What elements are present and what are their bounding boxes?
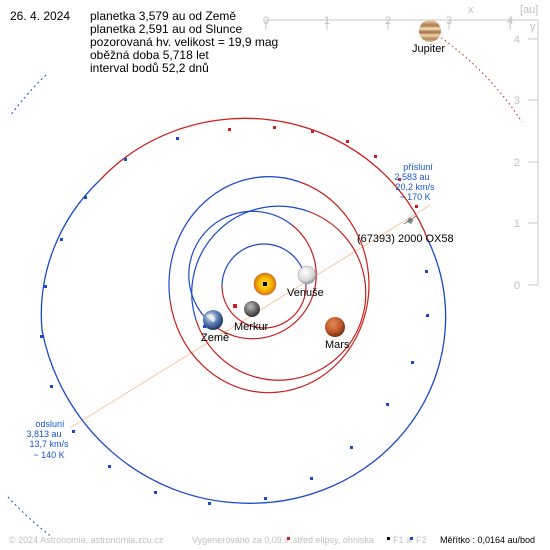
x-tick-label: 3 — [446, 15, 452, 27]
info-panel: planetka 3,579 au od Země planetka 2,591… — [90, 9, 278, 75]
footer: © 2024 Astronomia, astronomia.zcu.cz Vyg… — [9, 535, 535, 545]
venus-orbit — [212, 224, 317, 340]
legend-f2-marker — [410, 537, 413, 540]
scale: Měřítko : 0,0164 au/bod — [440, 535, 535, 545]
legend-f2: F2 — [416, 535, 427, 545]
copyright: © 2024 Astronomia, astronomia.zcu.cz — [9, 535, 164, 545]
venus-label: Venuše — [287, 287, 324, 299]
asteroid-orbit-near — [99, 117, 429, 241]
legend-center-marker — [287, 537, 290, 540]
legend-center: střed elipsy, ohniska — [293, 535, 374, 545]
info-line: planetka 3,579 au od Země — [90, 9, 236, 23]
jupiter — [419, 20, 441, 42]
asteroid-orbit-points — [40, 126, 429, 505]
y-axis-ticks — [528, 38, 538, 286]
y-axis-letter: y — [530, 21, 536, 33]
venus-orbit — [188, 210, 293, 326]
coordinate-axes: 0 1 2 3 4 x [au] y 4 3 2 1 0 — [263, 4, 539, 292]
mars-label: Mars — [325, 339, 350, 351]
x-axis-letter: x — [468, 4, 474, 16]
mercury-label: Merkur — [234, 321, 269, 333]
perihelion-distance: 2,583 au — [394, 172, 429, 182]
generation-time: Vygenerováno za 0,09 s — [192, 535, 289, 545]
x-tick-label: 0 — [263, 15, 269, 27]
info-line: pozorovaná hv. velikost = 19,9 mag — [90, 35, 278, 49]
aphelion-title: odsluní — [35, 419, 65, 429]
earth — [203, 310, 223, 330]
mars-orbit — [168, 176, 301, 301]
aphelion-distance: 3,813 au — [26, 429, 61, 439]
perihelion-speed: 20,2 km/s — [395, 182, 435, 192]
aphelion-info: odsluní 3,813 au 13,7 km/s ~ 140 K — [26, 419, 69, 460]
mercury — [244, 301, 260, 317]
legend-f1: F1 a — [393, 535, 411, 545]
asteroid-orbit — [40, 117, 447, 505]
perihelion-temperature: ~ 170 K — [399, 192, 430, 202]
y-tick-label: 0 — [514, 280, 520, 292]
earth-orbit — [195, 211, 367, 381]
aphelion-temperature: ~ 140 K — [33, 450, 64, 460]
x-tick-label: 1 — [324, 15, 330, 27]
y-tick-label: 1 — [514, 218, 520, 230]
earth-orbit — [191, 205, 311, 321]
jupiter-orbit-lower — [7, 496, 53, 538]
asteroid-orbit-far — [40, 179, 447, 504]
jupiter-label: Jupiter — [412, 43, 445, 55]
y-tick-label: 4 — [514, 34, 520, 46]
x-tick-label: 4 — [507, 15, 513, 27]
info-line: planetka 2,591 au od Slunce — [90, 22, 242, 36]
asteroid-label: (67393) 2000 OX58 — [357, 233, 454, 245]
date: 26. 4. 2024 — [10, 9, 70, 23]
info-line: interval bodů 52,2 dnů — [90, 61, 209, 75]
mars-orbit — [169, 181, 370, 394]
y-tick-label: 3 — [514, 95, 520, 107]
earth-label: Země — [201, 332, 229, 344]
aphelion-speed: 13,7 km/s — [29, 439, 69, 449]
legend-f1-marker — [387, 537, 390, 540]
ellipse-center-marker — [233, 304, 237, 308]
mercury-orbit — [221, 285, 307, 329]
x-tick-label: 2 — [385, 15, 391, 27]
asteroid-marker — [403, 215, 417, 225]
x-axis-ticks — [265, 20, 511, 30]
perihelion-title: přísluní — [403, 162, 433, 172]
jupiter-orbit-far-side — [9, 74, 47, 117]
venus — [297, 265, 317, 285]
mars — [325, 317, 345, 337]
sun — [253, 272, 277, 296]
axis-unit: [au] — [520, 4, 538, 16]
y-tick-label: 2 — [514, 157, 520, 169]
info-line: oběžná doba 5,718 let — [90, 48, 209, 62]
perihelion-info: přísluní 2,583 au 20,2 km/s ~ 170 K — [394, 162, 435, 202]
